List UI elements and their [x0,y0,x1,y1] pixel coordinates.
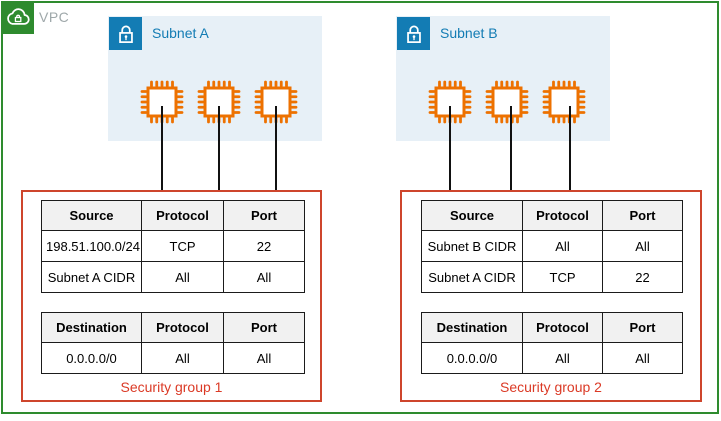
cell: 0.0.0.0/0 [41,342,142,374]
subnet-a-box: Subnet A [108,16,322,141]
subnet-a-label: Subnet A [152,25,209,41]
column-header: Port [602,200,683,231]
cell: All [522,230,603,262]
cell: All [223,261,305,293]
column-header: Source [421,200,523,231]
vpc-label: VPC [39,9,70,25]
vpc-boundary [1,1,719,414]
ec2-instance-chip-icon [542,80,586,124]
table-row: Subnet A CIDR All All [41,261,305,293]
connector-line [161,106,163,190]
security-group-2-label: Security group 2 [500,379,602,395]
cell: All [602,342,683,374]
subnet-b-box: Subnet B [396,16,610,141]
cell: All [141,342,224,374]
cell: TCP [141,230,224,262]
column-header: Protocol [141,312,224,343]
cell: All [602,230,683,262]
subnet-b-label: Subnet B [440,25,498,41]
ec2-instance-chip-icon [485,80,529,124]
table-row: 0.0.0.0/0 All All [421,342,683,374]
vpc-cloud-icon [1,1,34,34]
connector-line [449,106,451,194]
column-header: Port [223,200,305,231]
column-header: Destination [421,312,523,343]
cell: Subnet A CIDR [41,261,142,293]
security-group-1-label: Security group 1 [120,379,223,395]
connector-line [510,106,512,194]
sg2-outbound-table: Destination Protocol Port 0.0.0.0/0 All … [421,312,683,374]
cell: Subnet A CIDR [421,261,523,293]
column-header: Protocol [522,312,603,343]
connector-line [569,106,571,194]
cell: All [223,342,305,374]
column-header: Protocol [141,200,224,231]
cell: 0.0.0.0/0 [421,342,523,374]
cell: TCP [522,261,603,293]
cell: All [522,342,603,374]
column-header: Port [602,312,683,343]
column-header: Source [41,200,142,231]
cell: 198.51.100.0/24 [41,230,142,262]
table-row: 0.0.0.0/0 All All [41,342,305,374]
sg1-inbound-table: Source Protocol Port 198.51.100.0/24 TCP… [41,200,305,293]
sg1-outbound-table: Destination Protocol Port 0.0.0.0/0 All … [41,312,305,374]
column-header: Port [223,312,305,343]
column-header: Protocol [522,200,603,231]
security-group-1-box: Source Protocol Port 198.51.100.0/24 TCP… [21,190,322,402]
subnet-lock-icon [397,17,430,50]
cell: 22 [223,230,305,262]
connector-line [275,106,277,190]
sg2-inbound-table: Source Protocol Port Subnet B CIDR All A… [421,200,683,293]
connector-line [218,106,220,190]
table-row: Subnet A CIDR TCP 22 [421,261,683,293]
cell: Subnet B CIDR [421,230,523,262]
table-row: Subnet B CIDR All All [421,230,683,262]
column-header: Destination [41,312,142,343]
table-row: 198.51.100.0/24 TCP 22 [41,230,305,262]
cell: 22 [602,261,683,293]
subnet-lock-icon [109,17,142,50]
security-group-2-box: Source Protocol Port Subnet B CIDR All A… [400,190,702,402]
cell: All [141,261,224,293]
